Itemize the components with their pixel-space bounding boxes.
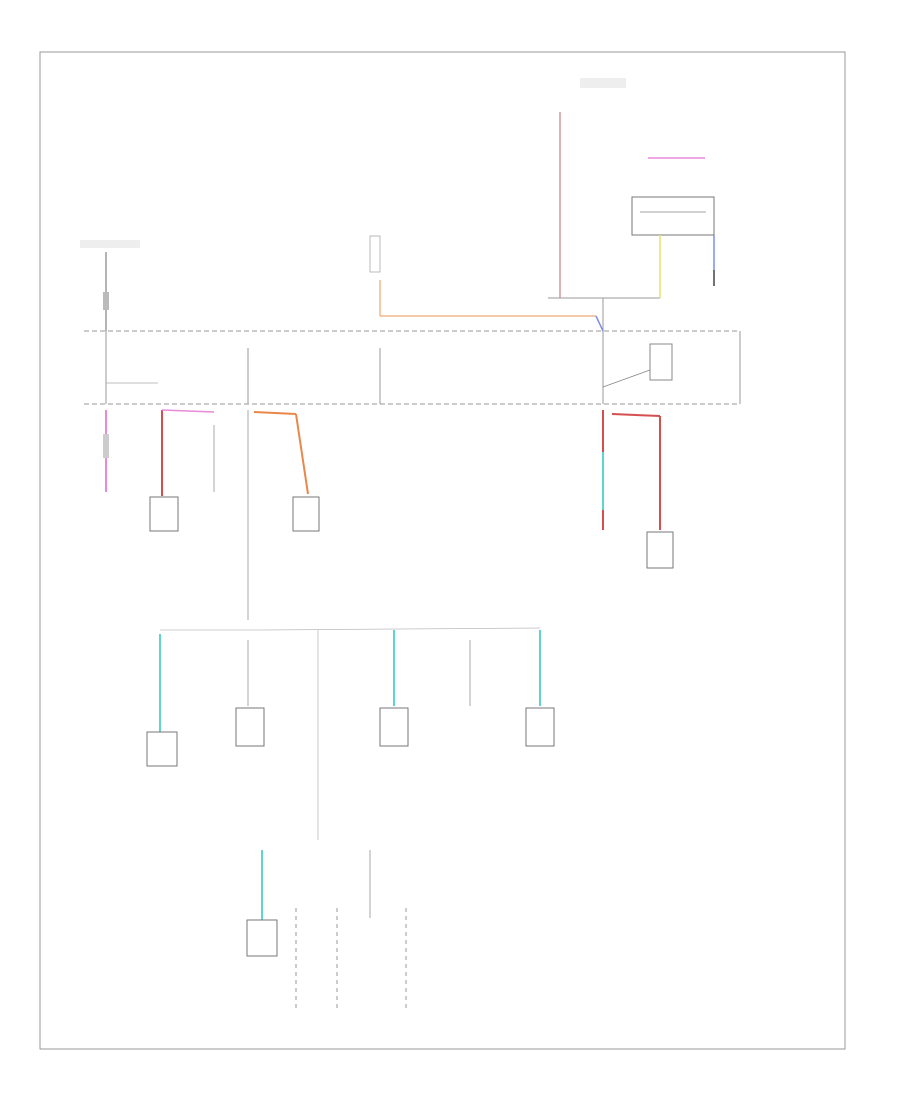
component-box bbox=[235, 707, 265, 747]
lower-distribution bbox=[146, 627, 555, 840]
branch-orange bbox=[247, 410, 320, 620]
component-box bbox=[525, 707, 555, 747]
branch-red-pink bbox=[149, 409, 215, 532]
component-box bbox=[379, 707, 409, 747]
manual-shift-section bbox=[246, 850, 297, 1008]
panel-module bbox=[649, 343, 673, 381]
orange-feed-wire bbox=[369, 235, 604, 332]
relay-block-top bbox=[548, 78, 715, 331]
fuse-column-1 bbox=[105, 331, 158, 404]
branch-pink-left bbox=[103, 410, 109, 492]
diagram-frame bbox=[39, 51, 846, 1050]
component-box bbox=[292, 496, 320, 532]
relay-box bbox=[631, 196, 715, 236]
component-box bbox=[646, 531, 674, 569]
fuse-column-4 bbox=[602, 331, 673, 404]
fuse-panel bbox=[84, 330, 741, 405]
electronic-shift-section bbox=[336, 850, 407, 1008]
component-box bbox=[246, 919, 278, 957]
component-box bbox=[146, 731, 178, 767]
component-box bbox=[149, 496, 179, 532]
hot-source-left bbox=[80, 240, 140, 331]
branch-red-right bbox=[602, 410, 674, 569]
